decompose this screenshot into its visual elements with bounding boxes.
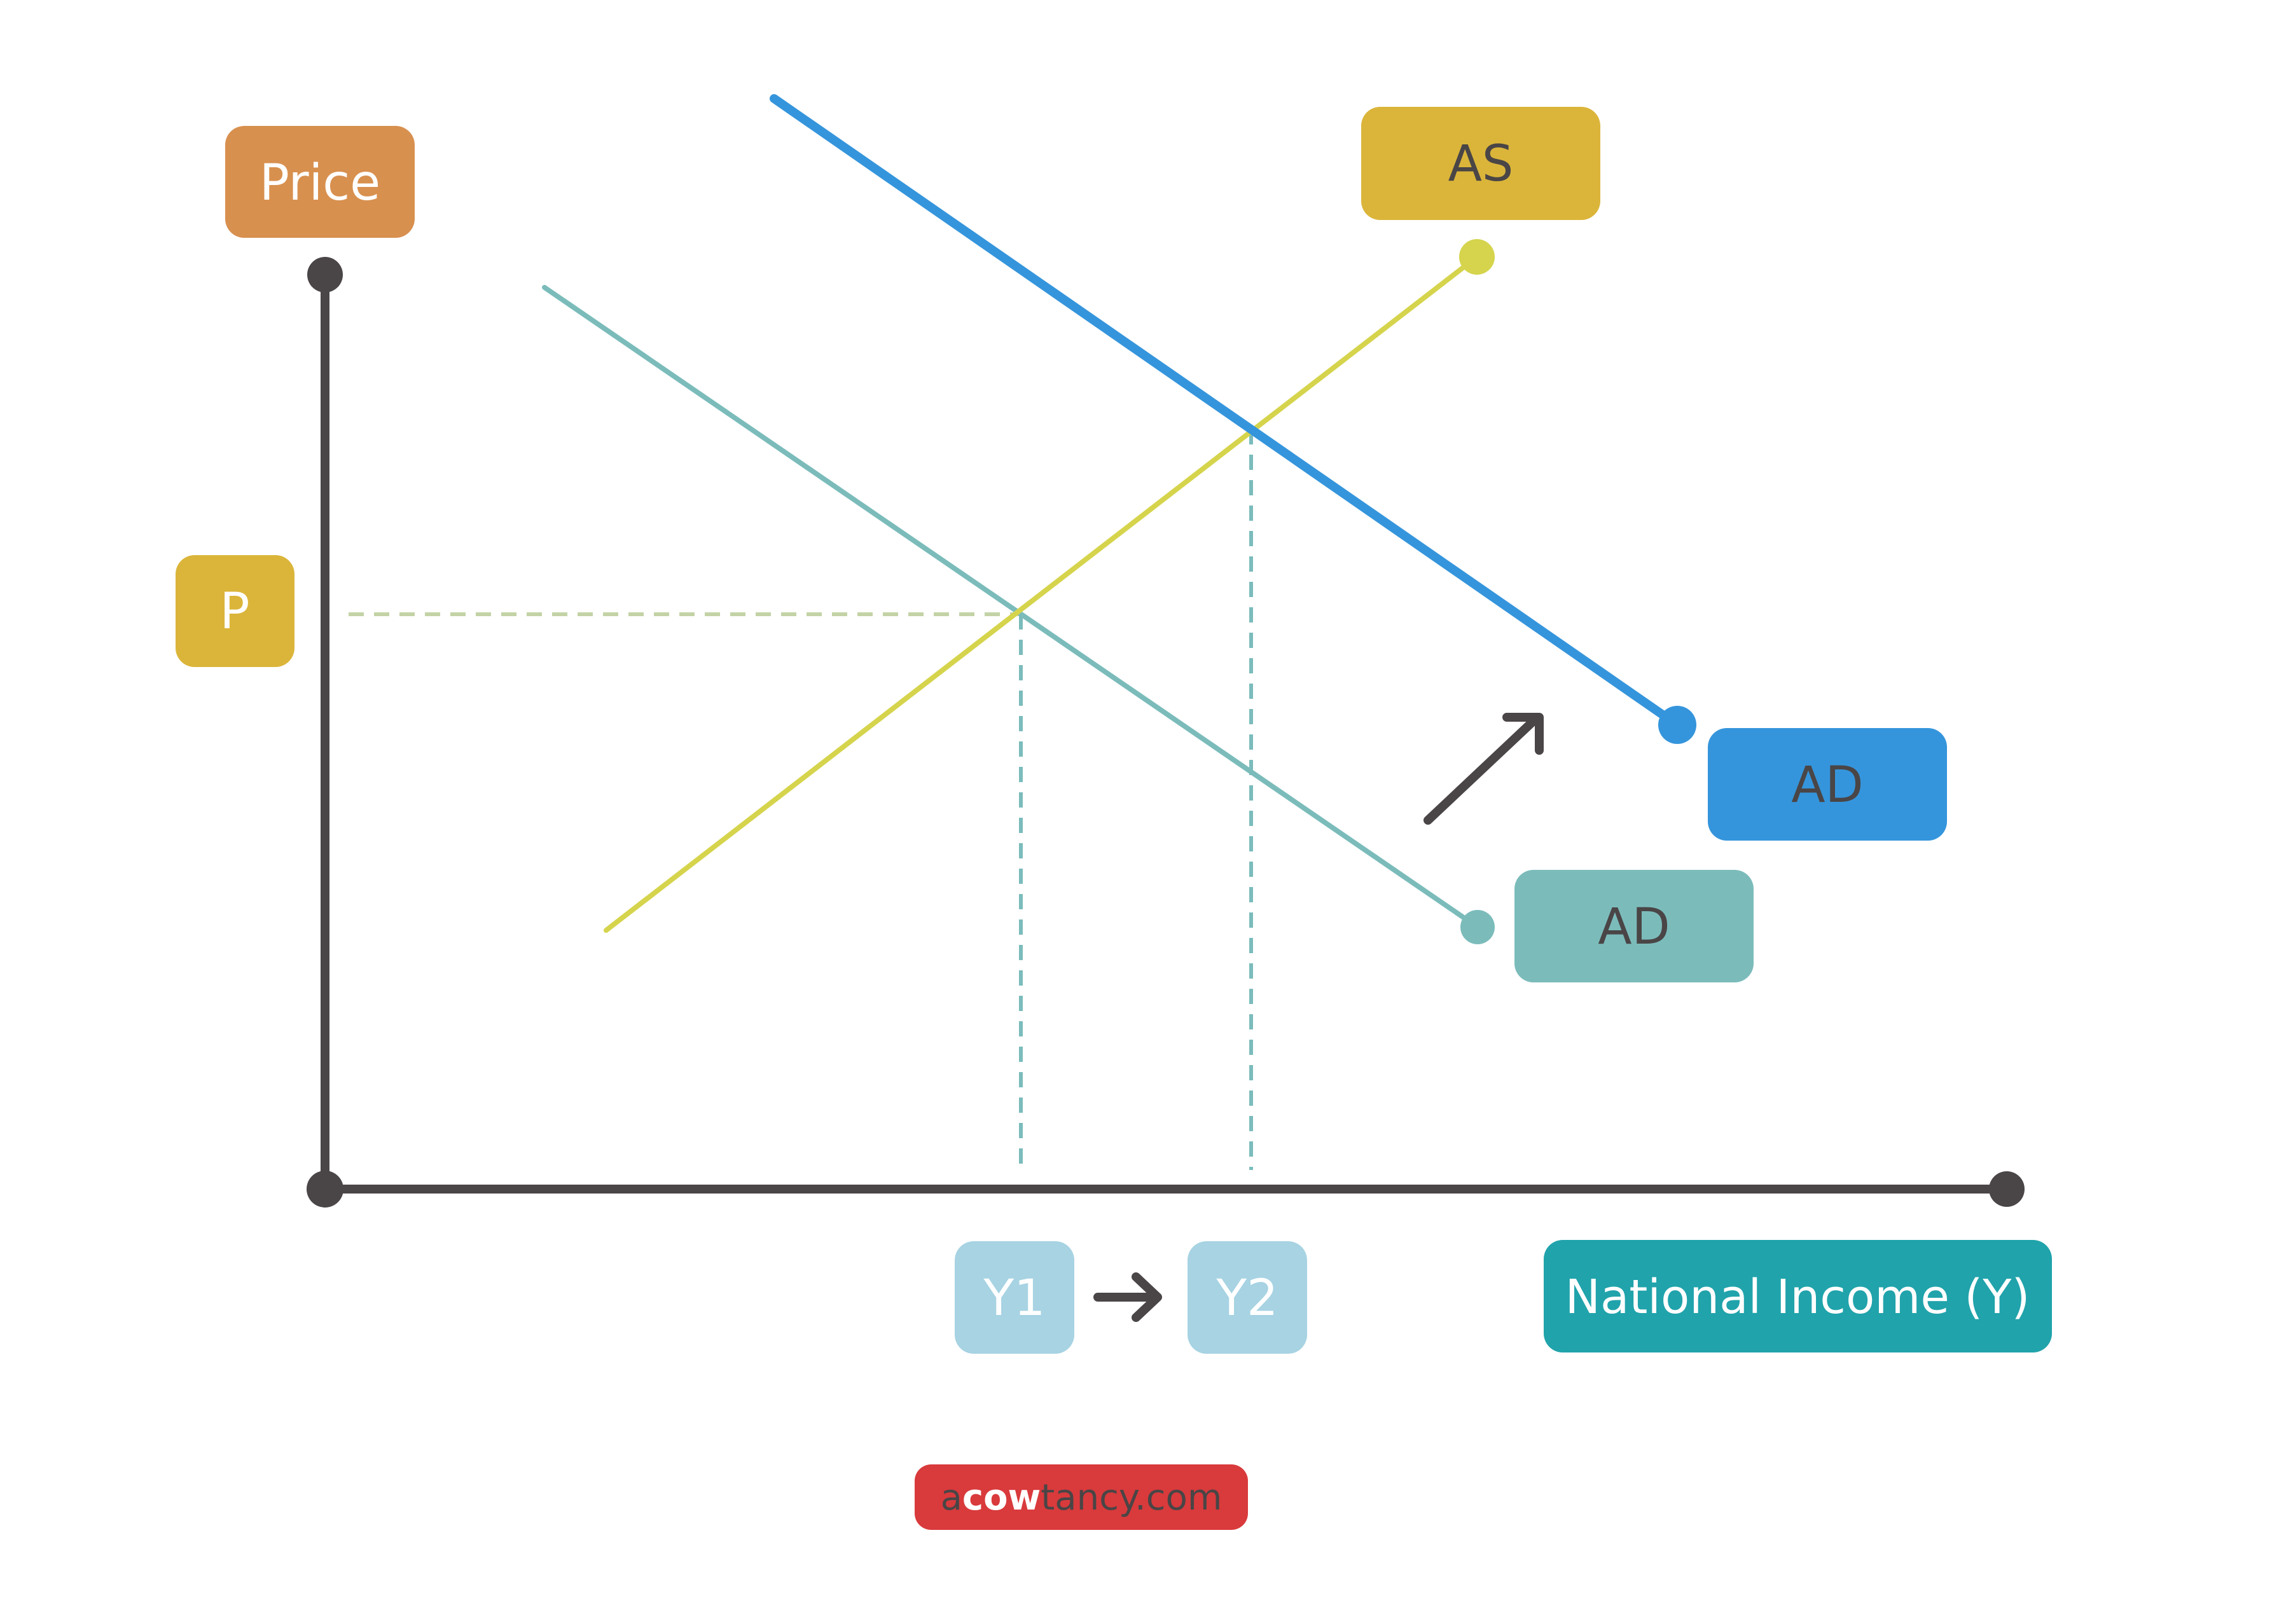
ad-original-label-box bbox=[1514, 870, 1754, 982]
national-income-label: National Income (Y) bbox=[1565, 1270, 2030, 1325]
ad-original-endpoint bbox=[1460, 910, 1495, 944]
axis-origin bbox=[307, 1171, 343, 1208]
x-axis-end-cap bbox=[1989, 1171, 2025, 1207]
arrow-right-icon bbox=[1093, 1272, 1162, 1322]
watermark-text: acowtancy.com bbox=[941, 1477, 1223, 1518]
y2-label: Y2 bbox=[1216, 1270, 1278, 1327]
price-level-label-box bbox=[176, 555, 294, 667]
as-endpoint bbox=[1459, 239, 1495, 275]
price-level-label: P bbox=[219, 583, 249, 640]
y1-label-box bbox=[955, 1241, 1074, 1354]
ad-shifted-label-box bbox=[1708, 728, 1947, 841]
arrow-up-right-icon bbox=[1423, 713, 1544, 825]
ad-original-label: AD bbox=[1598, 898, 1670, 956]
watermark-brand: cow bbox=[962, 1477, 1041, 1518]
as-label-box bbox=[1361, 107, 1600, 220]
watermark-prefix: a bbox=[941, 1477, 962, 1518]
national-income-label-box bbox=[1544, 1240, 2052, 1352]
y2-label-box bbox=[1188, 1241, 1307, 1354]
price-axis-label: Price bbox=[260, 155, 380, 212]
ad-shifted-label: AD bbox=[1791, 757, 1863, 814]
y-axis-top-cap bbox=[307, 257, 343, 292]
y1-label: Y1 bbox=[983, 1270, 1045, 1327]
watermark-box bbox=[915, 1464, 1248, 1530]
as-label: AS bbox=[1448, 135, 1514, 193]
ad-shifted-endpoint bbox=[1658, 706, 1696, 744]
ad-shifted-curve bbox=[770, 94, 1682, 729]
ad-original-curve bbox=[542, 285, 1480, 930]
price-axis-label-box bbox=[225, 126, 415, 238]
as-curve bbox=[604, 254, 1479, 933]
watermark-suffix: tancy.com bbox=[1041, 1477, 1222, 1518]
